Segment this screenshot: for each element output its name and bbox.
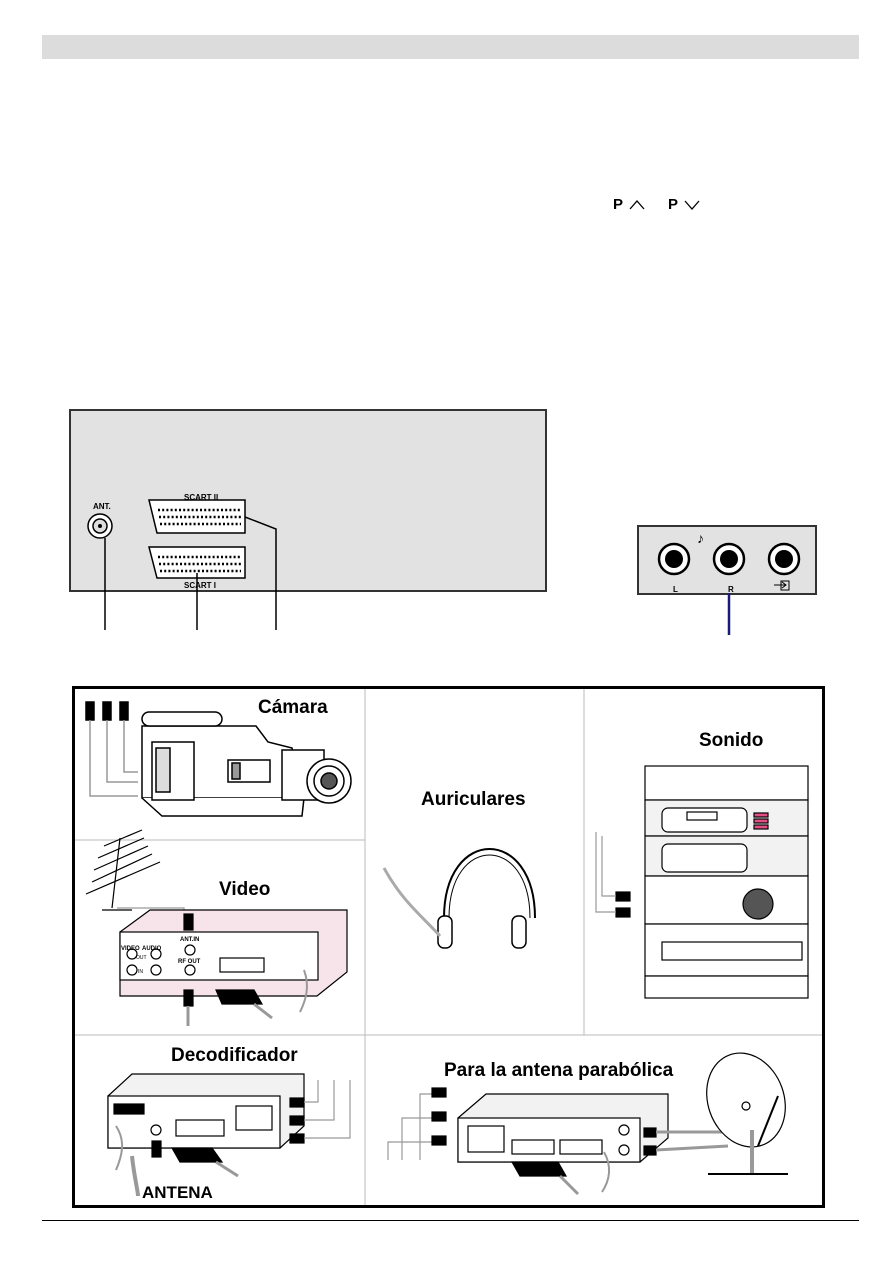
antenna-label: ANTENA <box>142 1183 213 1202</box>
satellite-title: Para la antena parabólica <box>444 1060 674 1081</box>
scart1-label: SCART I <box>184 581 216 590</box>
program-down-key: P <box>668 196 700 213</box>
decoder-illustration <box>107 1073 351 1197</box>
connections-box <box>72 686 825 1208</box>
audio-right-label: R <box>728 585 734 594</box>
sound-title: Sonido <box>699 730 764 751</box>
audio-right-jack-icon <box>712 542 746 576</box>
chevron-down-icon <box>684 200 700 211</box>
audio-panel-drawing <box>657 542 801 635</box>
vcr-illustration <box>85 829 348 1026</box>
video-title: Video <box>219 879 271 900</box>
connections-drawing: VIDEO AUDIO OUT IN ANT.IN RF OUT <box>75 689 822 1205</box>
scart2-connector-icon <box>148 499 246 534</box>
chevron-up-icon <box>629 200 645 210</box>
input-symbol-icon <box>774 580 790 591</box>
camera-illustration <box>85 701 352 817</box>
headphone-jack-icon <box>767 542 801 576</box>
scart1-connector-icon <box>148 546 246 579</box>
vcr-out-label: OUT <box>136 955 147 961</box>
antenna-socket-icon <box>87 513 113 539</box>
vcr-in-label: IN <box>138 969 143 975</box>
program-down-label: P <box>668 196 678 213</box>
satellite-receiver-illustration <box>387 1052 788 1196</box>
program-up-label: P <box>613 196 623 213</box>
rear-panel-drawing <box>87 499 277 630</box>
headphones-title: Auriculares <box>421 789 526 810</box>
vcr-video-label: VIDEO <box>121 946 140 952</box>
vcr-rf-out-label: RF OUT <box>178 959 201 965</box>
camera-title: Cámara <box>258 697 328 718</box>
headphones-illustration <box>382 848 536 949</box>
header-bar <box>42 35 859 59</box>
antenna-socket-label: ANT. <box>93 502 111 511</box>
footer-rule <box>42 1220 859 1221</box>
audio-left-jack-icon <box>657 542 691 576</box>
audio-left-label: L <box>673 585 678 594</box>
decoder-title: Decodificador <box>171 1045 298 1066</box>
scart2-label: SCART II <box>184 493 219 502</box>
vcr-ant-in-label: ANT.IN <box>180 937 199 943</box>
program-up-key: P <box>613 196 645 213</box>
stereo-system-illustration <box>595 765 809 999</box>
vcr-audio-label: AUDIO <box>142 946 162 952</box>
music-note-icon: ♪ <box>697 530 704 546</box>
